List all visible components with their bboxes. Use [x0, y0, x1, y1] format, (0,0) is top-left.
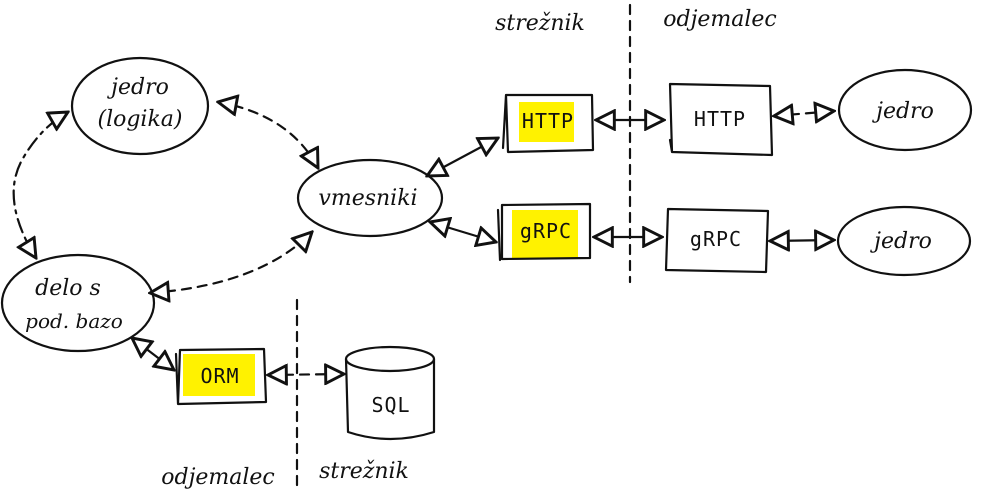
delo-s-bazo-node	[0, 253, 156, 353]
edge-grpc-client-jedro	[770, 240, 834, 241]
vmesniki-node	[296, 158, 444, 238]
grpc-server-label: gRPC	[520, 219, 572, 243]
grpc-client-box	[664, 207, 770, 274]
jedro-http-client-node	[837, 68, 973, 152]
jedro-grpc-client-node	[836, 205, 972, 277]
jedro-grpc-label: jedro	[869, 229, 932, 254]
jedro-logika-label-line2: (logika)	[97, 107, 182, 132]
jedro-logika-node	[70, 56, 210, 156]
edge-orm-sql	[268, 374, 344, 375]
vmesniki-label: vmesniki	[318, 186, 417, 211]
bottom-strezk-label: strežnik	[319, 459, 409, 484]
orm-highlight	[183, 354, 255, 396]
edge-http-client-jedro	[774, 111, 834, 116]
edge-delo-jedro	[12, 112, 68, 258]
top-odjemalec-label: odjemalec	[663, 7, 777, 32]
top-strezk-label: strežnik	[495, 11, 585, 36]
sql-cylinder	[344, 345, 436, 441]
edge-delo-vmesniki	[150, 232, 312, 293]
delo-label-line2: pod. bazo	[25, 309, 123, 333]
http-client-label: HTTP	[694, 107, 746, 131]
edge-vmesniki-grpc	[430, 222, 496, 242]
jedro-http-label: jedro	[871, 99, 934, 124]
bottom-odjemalec-label: odjemalec	[161, 465, 275, 490]
sql-label: SQL	[371, 393, 410, 417]
delo-label-line1: delo s	[35, 276, 101, 301]
edge-jedro-vmesniki	[218, 102, 318, 168]
http-server-box	[501, 93, 595, 154]
grpc-client-label: gRPC	[690, 227, 742, 251]
jedro-logika-label-line1: jedro	[106, 75, 169, 100]
http-server-label: HTTP	[522, 109, 574, 133]
http-server-highlight	[519, 102, 574, 142]
edge-delo-orm	[132, 338, 174, 370]
edge-vmesniki-http	[427, 138, 498, 176]
orm-label: ORM	[200, 364, 239, 388]
grpc-server-highlight	[512, 210, 578, 258]
http-client-box	[668, 82, 774, 157]
